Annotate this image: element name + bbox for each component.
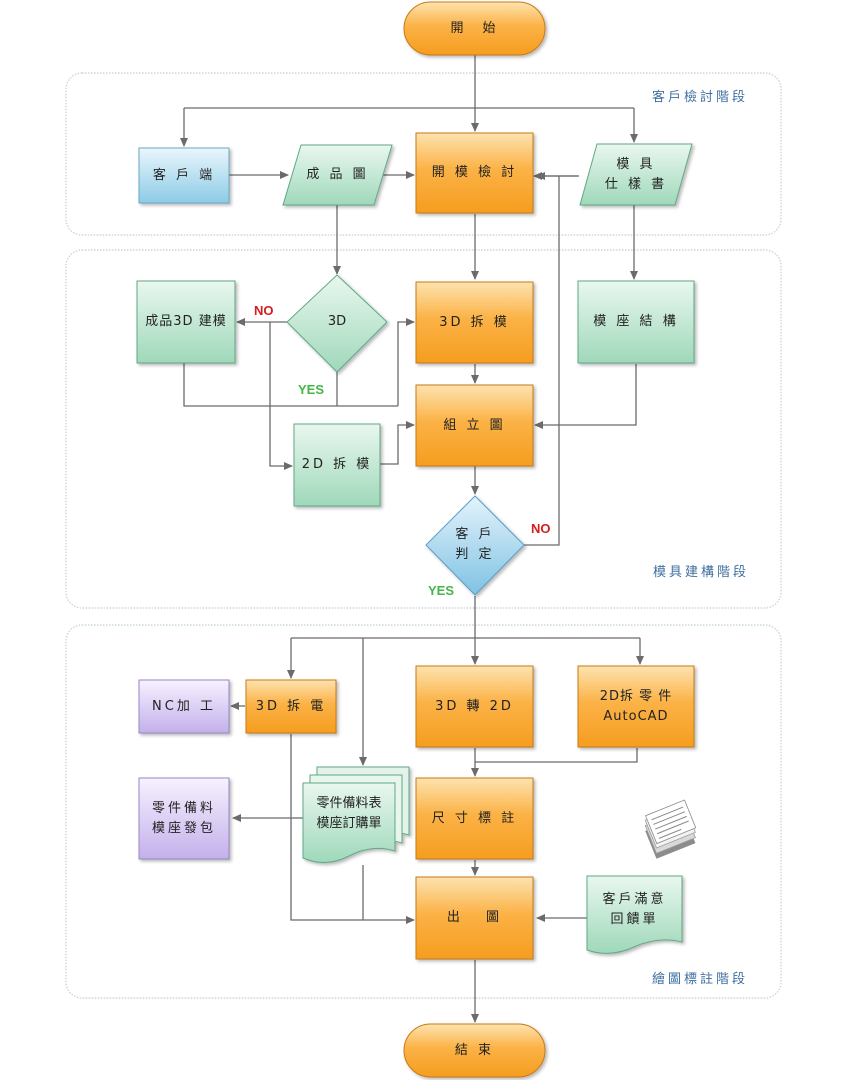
client-judgement-diamond [425,495,525,596]
mold-spec-box [579,143,693,206]
no-label-3d: NO [254,303,274,318]
phase-label-drawing: 繪圖標註階段 [652,972,749,987]
phase-frame-build [65,249,782,609]
client-box [138,147,230,204]
paper-stack-icon [644,799,697,859]
convert-2d-box [415,665,534,748]
nc-box [138,679,230,734]
dimensioning-box [415,777,534,860]
electrode-box [245,679,337,734]
end-terminal [403,1023,546,1078]
phase-label-review: 客戶檢討階段 [652,90,749,105]
phase-frame-review [65,72,782,236]
satisfaction-document [586,875,683,954]
split-3d-box [415,281,534,364]
connectors [180,55,644,1023]
output-box [415,876,534,960]
nodes [136,1,697,1078]
mold-review-box [415,132,534,214]
yes-label-judgement: YES [428,583,455,598]
no-label-judgement: NO [531,521,551,536]
phase-label-build: 模具建構階段 [653,565,750,580]
assembly-box [415,384,534,467]
base-structure-box [577,280,695,364]
parts-2d-box [577,665,695,748]
parts-prep-box [138,777,230,860]
product-3d-model-box [136,280,236,364]
yes-label-3d: YES [298,382,325,397]
start-terminal [403,1,546,56]
decision-3d [286,274,388,373]
split-2d-box [293,423,381,507]
bom-document-stack [302,766,410,863]
phase-frames [65,72,782,999]
product-drawing-box [282,144,393,206]
